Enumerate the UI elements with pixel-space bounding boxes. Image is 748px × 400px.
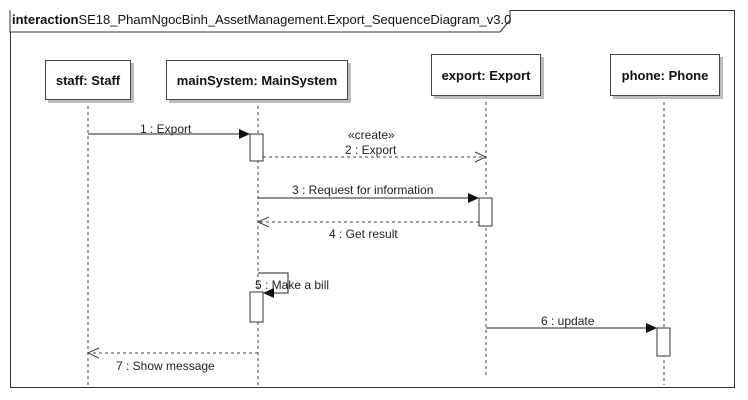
message-7-arrowhead bbox=[86, 347, 100, 359]
message-4-arrowhead bbox=[256, 216, 270, 228]
frame-title: interactionSE18_PhamNgocBinh_AssetManage… bbox=[12, 12, 511, 27]
activation-mainsystem-1 bbox=[249, 133, 264, 162]
message-5-arrowhead bbox=[263, 288, 274, 298]
message-6-arrowhead bbox=[646, 323, 657, 333]
lifeline-head-staff: staff: Staff bbox=[45, 60, 131, 100]
message-6-label: 6 : update bbox=[541, 314, 595, 328]
lifeline-head-phone: phone: Phone bbox=[610, 54, 720, 96]
frame-name-tab bbox=[9, 10, 511, 33]
message-2-label: 2 : Export bbox=[345, 143, 397, 157]
frame-name: SE18_PhamNgocBinh_AssetManagement.Export… bbox=[78, 12, 512, 27]
message-4-label: 4 : Get result bbox=[329, 227, 398, 241]
frame-keyword: interaction bbox=[12, 12, 79, 27]
message-2-arrowhead bbox=[474, 151, 488, 163]
message-1-arrowhead bbox=[239, 129, 250, 139]
message-5-line bbox=[258, 272, 289, 294]
activation-phone-1 bbox=[656, 327, 671, 357]
message-2-stereotype: «create» bbox=[348, 128, 395, 142]
lifeline-head-export: export: Export bbox=[431, 54, 541, 96]
activation-mainsystem-2 bbox=[249, 291, 264, 323]
message-7-label: 7 : Show message bbox=[116, 359, 215, 373]
message-3-arrowhead bbox=[468, 193, 479, 203]
message-1-label: 1 : Export bbox=[140, 122, 192, 136]
message-5-label: 5 : Make a bill bbox=[255, 278, 330, 292]
activation-export-1 bbox=[478, 197, 493, 227]
message-3-label: 3 : Request for information bbox=[292, 183, 434, 197]
lifeline-head-mainsystem: mainSystem: MainSystem bbox=[166, 60, 348, 100]
